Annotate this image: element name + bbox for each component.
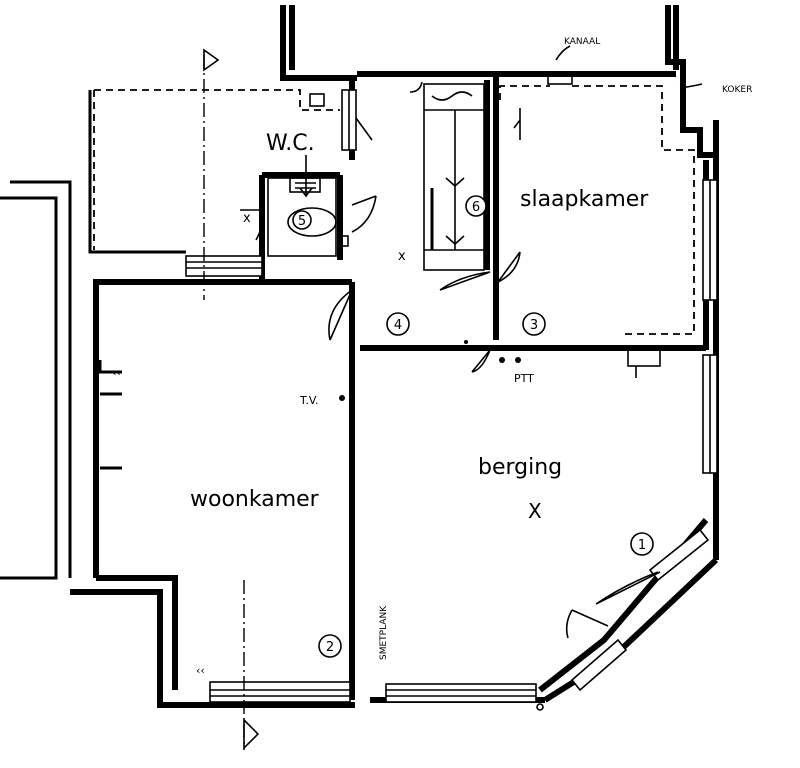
marker-5: 5	[298, 214, 306, 229]
room-label-slaapkamer: slaapkamer	[520, 187, 649, 212]
marker-1: 1	[638, 538, 646, 553]
marker-6: 6	[472, 200, 480, 215]
label-kanaal: KANAAL	[564, 37, 600, 47]
marker-4: 4	[394, 318, 402, 333]
symbols: ‹‹ ‹‹	[98, 340, 661, 711]
label-smetplank: SMETPLANK	[379, 605, 389, 660]
room-label-wc: W.C.	[266, 131, 315, 156]
marker-3: 3	[530, 318, 538, 333]
berging-cross: X	[528, 499, 542, 523]
marker-2-group: 2	[318, 634, 342, 658]
room-label-woonkamer: woonkamer	[190, 487, 320, 512]
marker-3-group: 3	[522, 312, 546, 336]
top-left-room-outline	[93, 89, 340, 250]
room-label-berging: berging	[478, 455, 562, 480]
wc-cross: x	[243, 211, 251, 226]
windows	[185, 89, 718, 703]
shaft-6: 6	[423, 83, 487, 271]
exterior-walls	[0, 5, 719, 708]
hall-cross: x	[398, 249, 406, 264]
marker-1-group: 1	[630, 532, 654, 556]
centre-lines	[203, 48, 260, 750]
label-koker: KOKER	[722, 85, 752, 95]
label-tv: T.V.	[299, 394, 319, 407]
outlet-symbol-bottom: ‹‹	[196, 664, 205, 677]
doors	[328, 81, 661, 639]
marker-4-group: 4	[386, 312, 410, 336]
marker-2: 2	[326, 640, 334, 655]
outlet-symbol: ‹‹	[112, 366, 121, 379]
slaapkamer-outline	[499, 45, 703, 335]
label-ptt: PTT	[514, 372, 534, 385]
wc-block: 5 x	[240, 155, 349, 257]
